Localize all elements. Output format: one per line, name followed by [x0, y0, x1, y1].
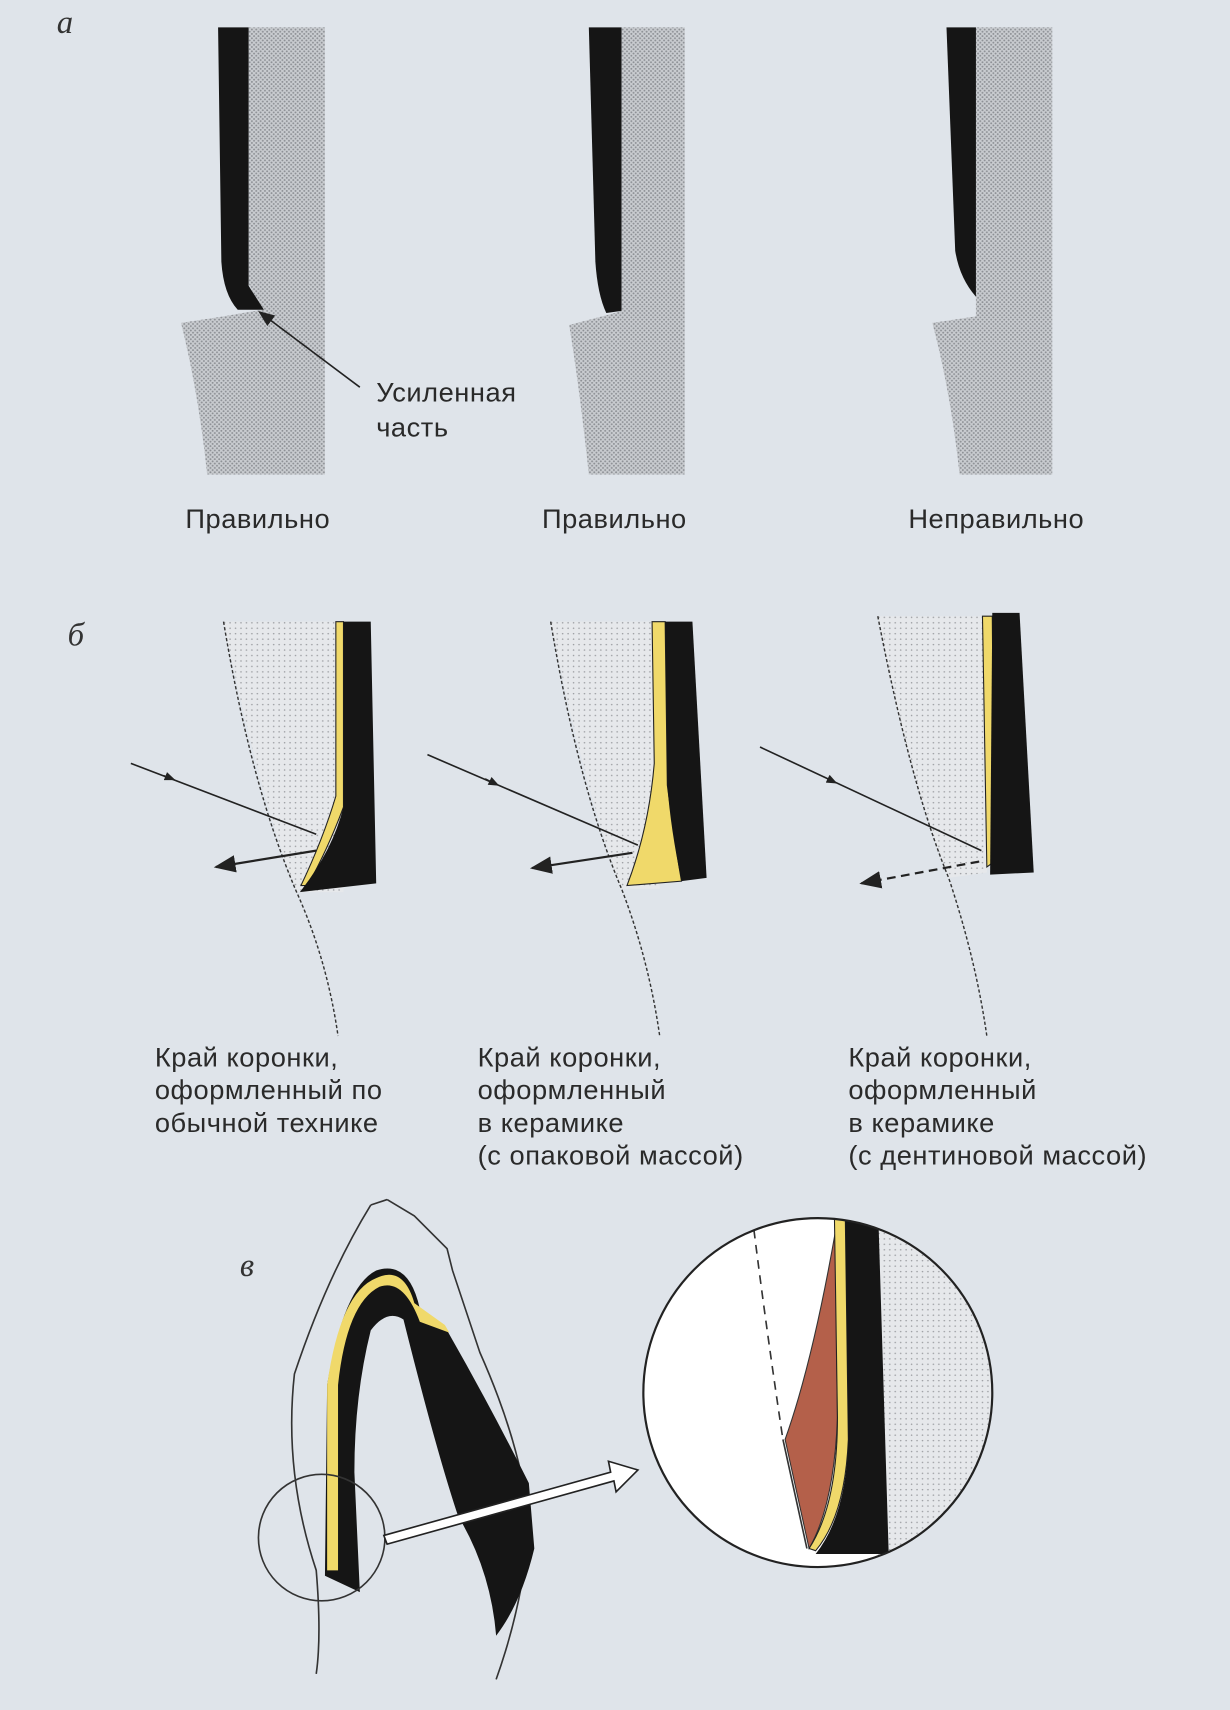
- caption-b3-line1: Край коронки,: [848, 1042, 1032, 1073]
- magnify-circle-small: [257, 1473, 386, 1602]
- caption-b1-line2: оформленный по: [155, 1074, 383, 1105]
- panel-b-letter: б: [68, 618, 86, 654]
- caption-a3: Неправильно: [908, 503, 1084, 534]
- magnify-arrow: [382, 1460, 640, 1546]
- annotation-line-2: часть: [376, 411, 448, 442]
- panel-b: б Край коронки, оформленный по обычной т…: [68, 612, 1147, 1171]
- annotation-line-1: Усиленная: [376, 376, 516, 407]
- panel-c: в: [240, 1198, 994, 1680]
- caption-b2-line4: (с опаковой массой): [478, 1140, 744, 1171]
- caption-b1-line3: обычной технике: [155, 1107, 379, 1138]
- profile-correct-2: Правильно: [542, 27, 687, 534]
- margin-dentin: Край коронки, оформленный в керамике (с …: [759, 612, 1147, 1171]
- caption-b3-line4: (с дентиновой массой): [848, 1140, 1147, 1171]
- profile-incorrect: Неправильно: [908, 27, 1084, 534]
- margin-conventional: Край коронки, оформленный по обычной тех…: [130, 621, 383, 1138]
- panel-c-letter: в: [240, 1248, 254, 1284]
- caption-b3-line3: в керамике: [848, 1107, 995, 1138]
- tooth-section: [257, 1198, 535, 1680]
- caption-b2-line2: оформленный: [478, 1074, 667, 1105]
- magnified-detail: [642, 1217, 994, 1569]
- caption-b1-line1: Край коронки,: [155, 1042, 339, 1073]
- caption-a1: Правильно: [185, 503, 330, 534]
- caption-b3-line2: оформленный: [848, 1074, 1037, 1105]
- panel-a-letter: а: [57, 5, 73, 41]
- panel-a: а Усиленная часть Правильно Правильно Не…: [57, 5, 1084, 534]
- caption-b2-line1: Край коронки,: [478, 1042, 662, 1073]
- caption-b2-line3: в керамике: [478, 1107, 625, 1138]
- magnify-circle-large: [642, 1217, 994, 1569]
- caption-a2: Правильно: [542, 503, 687, 534]
- profile-correct-1: Усиленная часть Правильно: [181, 27, 516, 534]
- margin-opaque: Край коронки, оформленный в керамике (с …: [427, 621, 744, 1171]
